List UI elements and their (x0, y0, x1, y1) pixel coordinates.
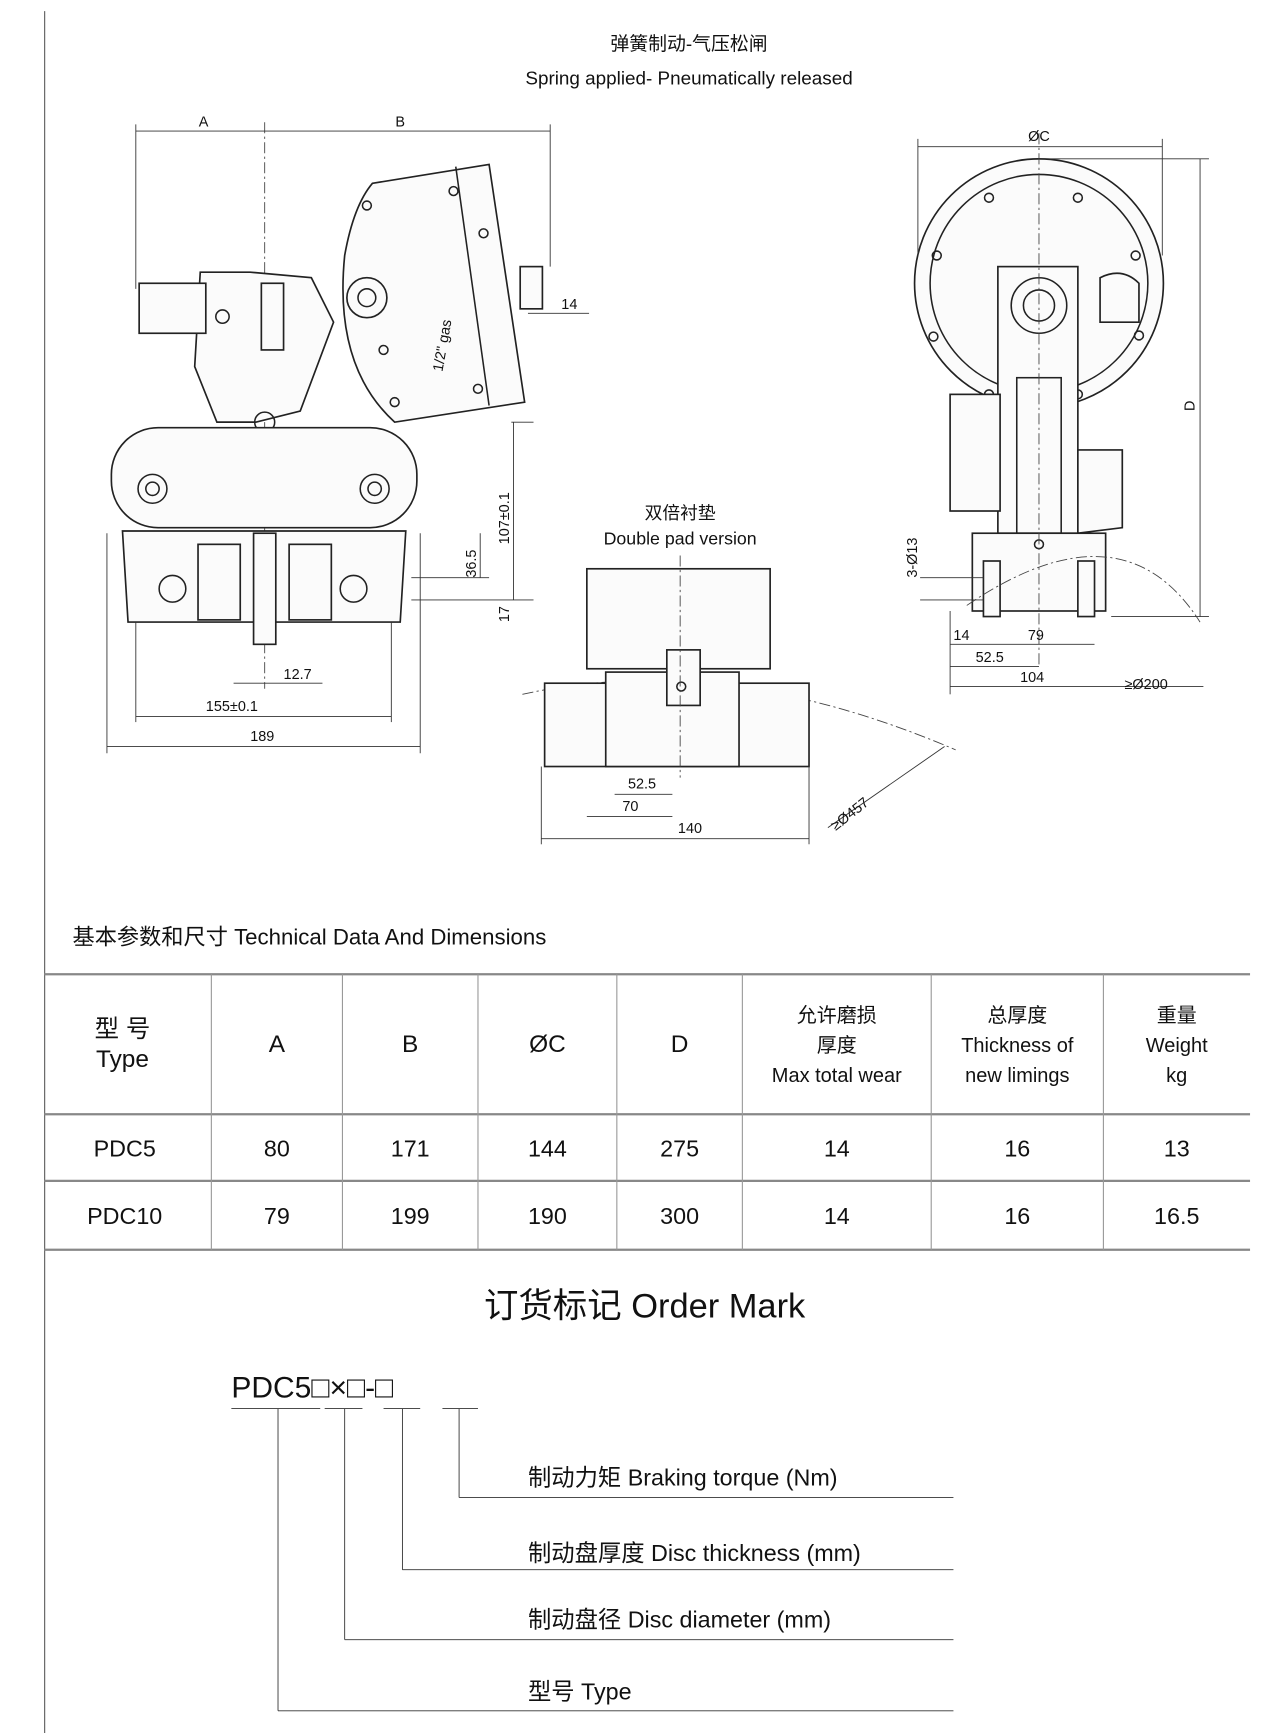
table-row-type: PDC5 (94, 1135, 156, 1161)
dim-width: 189 (250, 729, 274, 745)
table-cell: 79 (264, 1203, 290, 1229)
table-header-cell: Max total wear (772, 1065, 902, 1087)
table-cell: 16 (1004, 1203, 1030, 1229)
table-header-cell: 重量 (1157, 1004, 1197, 1027)
dim-a: A (199, 115, 209, 131)
table-header-cell: D (671, 1031, 689, 1058)
table-cell: 199 (391, 1203, 430, 1229)
table-cell: 14 (824, 1135, 850, 1161)
front-view-drawing: ØC D 3-Ø13 14 79 52.5 104 ≥Ø200 (905, 129, 1209, 695)
side-view-drawing: A B 14 1/2" gas 107±0.1 36.5 17 12.7 155… (106, 115, 590, 754)
double-pad-title-cn: 双倍衬垫 (645, 503, 716, 523)
table-cell: 144 (528, 1135, 567, 1161)
dim-b: B (395, 115, 405, 131)
table-row-type: PDC10 (87, 1203, 162, 1229)
order-item-disc-diameter: 制动盘径 Disc diameter (mm) (528, 1606, 831, 1632)
dim-holes: 3-Ø13 (905, 538, 921, 578)
dim-52: 52.5 (976, 650, 1004, 666)
dim-port-offset: 14 (561, 297, 577, 313)
dim-79: 79 (1028, 628, 1044, 644)
table-cell: 275 (660, 1135, 699, 1161)
dim-height: 107±0.1 (497, 492, 513, 544)
title-cn: 弹簧制动-气压松闸 (610, 33, 767, 55)
double-pad-title-en: Double pad version (604, 528, 757, 548)
table-cell: 171 (391, 1135, 430, 1161)
table-header-cell: kg (1166, 1065, 1187, 1087)
dim-pad-height: 36.5 (464, 550, 480, 578)
table-header-cell: 型 号 (95, 1016, 151, 1043)
table-cell: 13 (1164, 1135, 1190, 1161)
table-header-cell: Type (96, 1046, 149, 1073)
table-header-cell: 允许磨损 (797, 1004, 877, 1027)
double-pad-drawing: 双倍衬垫 Double pad version 52.5 70 140 ≥Ø45… (522, 503, 956, 845)
table-cell: 16.5 (1154, 1203, 1199, 1229)
table-header-cell: new limings (965, 1065, 1069, 1087)
order-mark-title: 订货标记 Order Mark (484, 1288, 806, 1326)
dim-d2: 70 (622, 799, 638, 815)
table-header-cell: B (402, 1031, 418, 1058)
dim-disc-200: ≥Ø200 (1125, 677, 1168, 693)
table-cell: 14 (824, 1203, 850, 1229)
table-heading: 基本参数和尺寸 Technical Data And Dimensions (72, 924, 546, 949)
table-cell: 80 (264, 1135, 290, 1161)
table-header-cell: Thickness of (961, 1035, 1074, 1057)
dim-base: 17 (497, 606, 513, 622)
order-mark-code: PDC5□×□-□ (231, 1372, 393, 1405)
dim-disc-457: ≥Ø457 (828, 795, 872, 834)
table-header-cell: A (269, 1031, 286, 1058)
dim-d1: 52.5 (628, 777, 656, 793)
order-item-type: 型号 Type (528, 1679, 632, 1705)
dim-14: 14 (953, 628, 969, 644)
order-item-disc-thickness: 制动盘厚度 Disc thickness (mm) (528, 1540, 861, 1566)
dim-bolt-spacing: 155±0.1 (206, 699, 258, 715)
dim-d3: 140 (678, 821, 702, 837)
table-header-cell: 总厚度 (987, 1004, 1047, 1027)
dim-104: 104 (1020, 670, 1044, 686)
title-en: Spring applied- Pneumatically released (525, 68, 852, 89)
dim-c: ØC (1028, 129, 1050, 145)
order-mark-leaders (231, 1408, 954, 1712)
dim-gap: 12.7 (284, 667, 312, 683)
table-cell: 300 (660, 1203, 699, 1229)
table-cell: 16 (1004, 1135, 1030, 1161)
dim-d: D (1183, 401, 1199, 411)
table-header-cell: Weight (1146, 1035, 1208, 1057)
table-cell: 190 (528, 1203, 567, 1229)
order-item-braking-torque: 制动力矩 Braking torque (Nm) (528, 1464, 838, 1490)
table-header-cell: ØC (529, 1031, 566, 1058)
table-header-cell: 厚度 (817, 1034, 857, 1057)
